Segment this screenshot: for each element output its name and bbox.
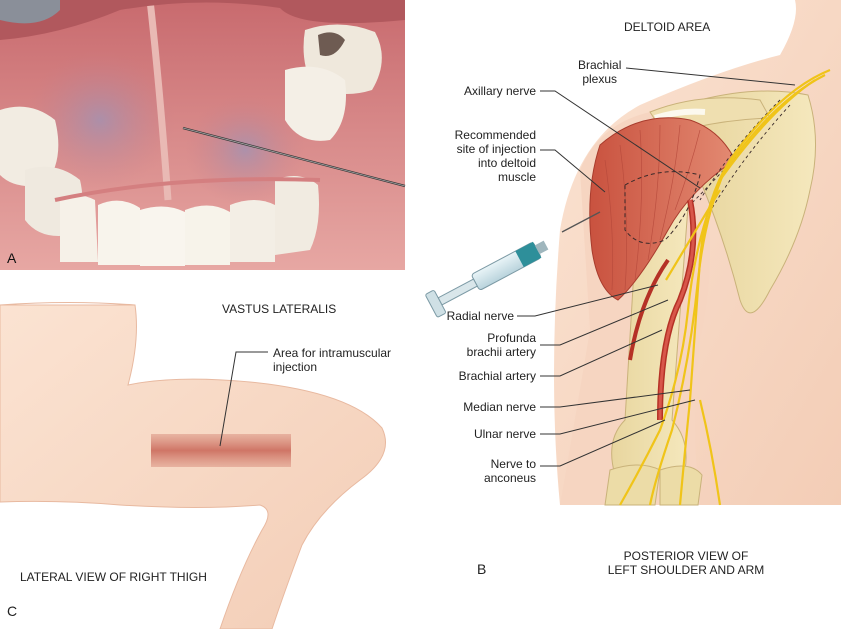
label-injection-area-line2: injection <box>273 360 391 374</box>
label-profunda-brachii: Profunda brachii artery <box>436 331 536 359</box>
panel-a-photo <box>0 0 405 270</box>
label-ulnar-nerve: Ulnar nerve <box>436 427 536 441</box>
label-recommended-line3: into deltoid <box>436 156 536 170</box>
label-nerve-to-anconeus: Nerve to anconeus <box>436 457 536 485</box>
label-profunda-line2: brachii artery <box>436 345 536 359</box>
label-median-nerve: Median nerve <box>436 400 536 414</box>
panel-c-caption: LATERAL VIEW OF RIGHT THIGH <box>20 570 207 584</box>
panel-a-letter: A <box>7 250 16 266</box>
label-brachial-plexus-line2: plexus <box>578 72 621 86</box>
panel-c-letter: C <box>7 603 17 619</box>
label-recommended-line1: Recommended <box>436 128 536 142</box>
label-recommended-line2: site of injection <box>436 142 536 156</box>
label-anconeus-line2: anconeus <box>436 471 536 485</box>
label-injection-area-line1: Area for intramuscular <box>273 346 391 360</box>
panel-b-letter: B <box>477 561 486 577</box>
label-brachial-plexus-line1: Brachial <box>578 58 621 72</box>
panel-b-title: DELTOID AREA <box>624 20 710 34</box>
label-profunda-line1: Profunda <box>436 331 536 345</box>
label-anconeus-line1: Nerve to <box>436 457 536 471</box>
label-axillary-nerve: Axillary nerve <box>448 84 536 98</box>
label-injection-area: Area for intramuscular injection <box>273 346 391 374</box>
label-brachial-plexus: Brachial plexus <box>578 58 621 86</box>
panel-c-title: VASTUS LATERALIS <box>222 302 336 316</box>
panel-b-caption-line2: LEFT SHOULDER AND ARM <box>586 563 786 577</box>
panel-b-caption: POSTERIOR VIEW OF LEFT SHOULDER AND ARM <box>586 549 786 577</box>
label-recommended-site: Recommended site of injection into delto… <box>436 128 536 184</box>
panel-b-caption-line1: POSTERIOR VIEW OF <box>586 549 786 563</box>
label-radial-nerve: Radial nerve <box>430 309 514 323</box>
label-brachial-artery: Brachial artery <box>436 369 536 383</box>
label-recommended-line4: muscle <box>436 170 536 184</box>
